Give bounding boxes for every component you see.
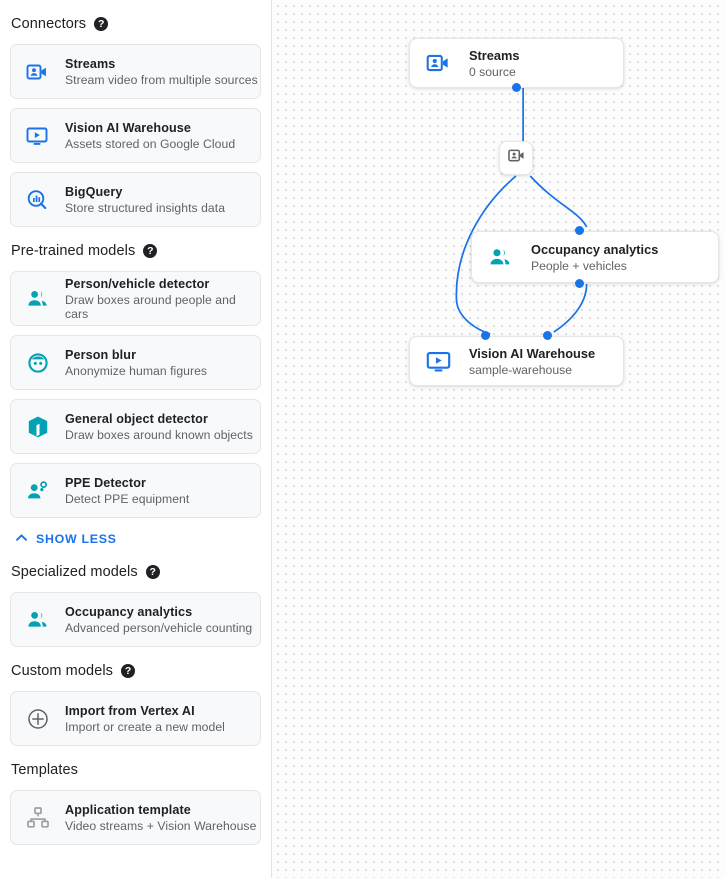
help-icon[interactable]: ?	[145, 565, 160, 579]
card-subtitle: Video streams + Vision Warehouse	[65, 818, 257, 833]
node-text: Occupancy analytics People + vehicles	[531, 242, 658, 273]
card-title: Import from Vertex AI	[65, 703, 195, 718]
edge-occupancy-to-warehouse	[553, 283, 588, 333]
plus-circle-icon	[25, 706, 65, 732]
component-card-person-blur[interactable]: Person blur Anonymize human figures	[10, 335, 261, 390]
node-port-warehouse-input-a[interactable]	[481, 331, 490, 340]
pipeline-node-vision-ai-warehouse[interactable]: Vision AI Warehouse sample-warehouse	[409, 336, 624, 386]
people-group-icon	[487, 244, 531, 271]
card-subtitle: Import or create a new model	[65, 719, 225, 734]
card-title: Application template	[65, 802, 191, 817]
section-header-templates: Templates	[10, 760, 261, 780]
section-title: Templates	[11, 762, 78, 778]
section-title: Specialized models	[11, 564, 138, 580]
card-subtitle: Assets stored on Google Cloud	[65, 136, 236, 151]
people-group-icon	[25, 607, 65, 633]
monitor-play-icon	[25, 124, 65, 148]
node-title: Streams	[469, 47, 520, 63]
component-card-bigquery[interactable]: BigQuery Store structured insights data	[10, 172, 261, 227]
help-icon[interactable]: ?	[143, 244, 158, 258]
card-text: Person blur Anonymize human figures	[65, 348, 207, 378]
component-card-import-from-vertex-ai[interactable]: Import from Vertex AI Import or create a…	[10, 691, 261, 746]
component-card-streams[interactable]: Streams Stream video from multiple sourc…	[10, 44, 261, 99]
pipeline-node-occupancy-analytics[interactable]: Occupancy analytics People + vehicles	[471, 231, 719, 283]
card-title: Occupancy analytics	[65, 604, 193, 619]
help-icon[interactable]: ?	[94, 17, 109, 31]
bigquery-search-icon	[25, 188, 65, 212]
node-port-occupancy-input[interactable]	[575, 226, 584, 235]
card-text: BigQuery Store structured insights data	[65, 185, 225, 215]
section-header-connectors: Connectors ?	[10, 14, 261, 34]
component-card-general-object-detector[interactable]: General object detector Draw boxes aroun…	[10, 399, 261, 454]
edge-branch-to-warehouse	[455, 175, 517, 335]
card-title: Person/vehicle detector	[65, 276, 210, 291]
component-card-vision-ai-warehouse[interactable]: Vision AI Warehouse Assets stored on Goo…	[10, 108, 261, 163]
video-camera-account-icon	[507, 146, 526, 170]
edge-branch-to-occupancy	[529, 175, 588, 228]
card-text: Occupancy analytics Advanced person/vehi…	[65, 605, 252, 635]
card-text: Import from Vertex AI Import or create a…	[65, 704, 225, 734]
card-subtitle: Draw boxes around known objects	[65, 427, 253, 442]
show-less-label: SHOW LESS	[36, 532, 117, 546]
section-title: Pre-trained models	[11, 243, 136, 259]
card-text: Vision AI Warehouse Assets stored on Goo…	[65, 121, 235, 151]
card-title: BigQuery	[65, 184, 123, 199]
section-header-custom-models: Custom models ?	[10, 661, 261, 681]
node-port-warehouse-input-b[interactable]	[543, 331, 552, 340]
video-camera-account-icon	[25, 60, 65, 84]
card-title: Streams	[65, 56, 116, 71]
component-card-ppe-detector[interactable]: PPE Detector Detect PPE equipment	[10, 463, 261, 518]
node-title: Vision AI Warehouse	[469, 345, 596, 361]
card-title: General object detector	[65, 411, 208, 426]
card-title: PPE Detector	[65, 475, 146, 490]
card-text: Person/vehicle detector Draw boxes aroun…	[65, 277, 260, 321]
hierarchy-template-icon	[25, 805, 65, 831]
node-text: Vision AI Warehouse sample-warehouse	[469, 346, 595, 377]
node-subtitle: 0 source	[469, 64, 516, 79]
node-port-occupancy-output[interactable]	[575, 279, 584, 288]
node-title: Occupancy analytics	[531, 241, 659, 257]
node-subtitle: People + vehicles	[531, 258, 627, 273]
card-title: Vision AI Warehouse	[65, 120, 191, 135]
cube-box-icon	[25, 414, 65, 440]
node-text: Streams 0 source	[469, 48, 520, 79]
person-face-blur-icon	[25, 350, 65, 376]
section-header-pre-trained-models: Pre-trained models ?	[10, 241, 261, 261]
component-sidebar: Connectors ? Streams Stream video from m…	[0, 0, 272, 878]
card-text: PPE Detector Detect PPE equipment	[65, 476, 189, 506]
card-subtitle: Stream video from multiple sources	[65, 72, 258, 87]
help-icon[interactable]: ?	[121, 664, 136, 678]
component-card-occupancy-analytics[interactable]: Occupancy analytics Advanced person/vehi…	[10, 592, 261, 647]
section-title: Connectors	[11, 16, 87, 32]
card-text: Application template Video streams + Vis…	[65, 803, 256, 833]
node-port-streams-output[interactable]	[512, 83, 521, 92]
person-ppe-icon	[25, 478, 65, 504]
people-group-icon	[25, 286, 65, 312]
card-subtitle: Store structured insights data	[65, 200, 226, 215]
card-text: General object detector Draw boxes aroun…	[65, 412, 253, 442]
card-subtitle: Draw boxes around people and cars	[65, 292, 236, 321]
card-text: Streams Stream video from multiple sourc…	[65, 57, 258, 87]
pipeline-node-streams[interactable]: Streams 0 source	[409, 38, 624, 88]
card-subtitle: Advanced person/vehicle counting	[65, 620, 253, 635]
section-header-specialized-models: Specialized models ?	[10, 562, 261, 582]
component-card-application-template[interactable]: Application template Video streams + Vis…	[10, 790, 261, 845]
node-subtitle: sample-warehouse	[469, 362, 572, 377]
show-less-link[interactable]: SHOW LESS	[14, 530, 261, 548]
branch-chip-button[interactable]	[499, 141, 533, 175]
video-camera-account-icon	[425, 50, 469, 76]
monitor-play-icon	[425, 348, 469, 375]
card-title: Person blur	[65, 347, 137, 362]
component-card-person-vehicle-detector[interactable]: Person/vehicle detector Draw boxes aroun…	[10, 271, 261, 326]
section-title: Custom models	[11, 663, 114, 679]
chevron-up-icon	[14, 530, 29, 548]
edge-layer	[455, 88, 588, 335]
card-subtitle: Detect PPE equipment	[65, 491, 190, 506]
pipeline-canvas[interactable]: Streams 0 source Occupancy analytics Peo…	[272, 0, 725, 878]
card-subtitle: Anonymize human figures	[65, 363, 208, 378]
